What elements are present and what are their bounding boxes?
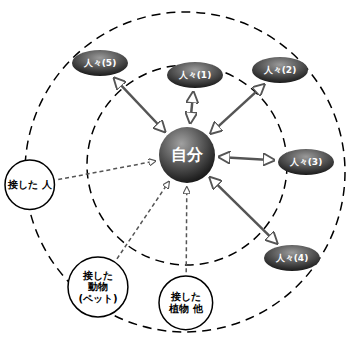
node-label: 接した 植物 他 (164, 291, 208, 314)
double-arrow (210, 177, 277, 243)
node-label: 接した 動物 (ペット) (76, 270, 120, 305)
node-outline-shape (159, 276, 213, 330)
node-outline-shape (278, 149, 334, 175)
people-ellipse: 人々(2) (251, 56, 309, 84)
node-outline-shape (72, 50, 128, 76)
double-arrow (219, 157, 274, 160)
node-label: 人々(5) (84, 58, 117, 68)
people-ellipse: 人々(4) (263, 244, 321, 272)
people-ellipse: 人々(5) (71, 49, 129, 77)
node-outline-shape (264, 245, 320, 271)
contact-circle: 接した 植物 他 (158, 275, 214, 331)
dashed-arrow (117, 182, 169, 259)
node-label: 接した 人 (8, 179, 52, 191)
node-outline-shape (5, 160, 54, 209)
node-outline-shape (252, 57, 308, 83)
node-label: 人々(1) (179, 70, 212, 80)
people-ellipse: 人々(1) (166, 61, 224, 89)
double-arrow (114, 78, 165, 132)
dashed-arrow (58, 161, 155, 180)
node-label: 人々(4) (276, 253, 309, 263)
double-arrow (190, 92, 193, 123)
people-ellipse: 人々(3) (277, 148, 335, 176)
contact-circle: 接した 動物 (ペット) (67, 256, 129, 318)
outer-dashed-circle (25, 12, 345, 332)
double-arrow (211, 84, 265, 133)
node-label: 人々(2) (264, 65, 297, 75)
node-outline-shape (167, 62, 223, 88)
node-label: 人々(3) (290, 157, 323, 167)
node-outline-shape (159, 127, 215, 183)
dashed-arrow (185, 187, 187, 272)
node-label: 自分 (171, 146, 203, 164)
self-circle: 自分 (158, 126, 216, 184)
node-outline-shape (68, 257, 128, 317)
contact-circle: 接した 人 (4, 159, 55, 210)
